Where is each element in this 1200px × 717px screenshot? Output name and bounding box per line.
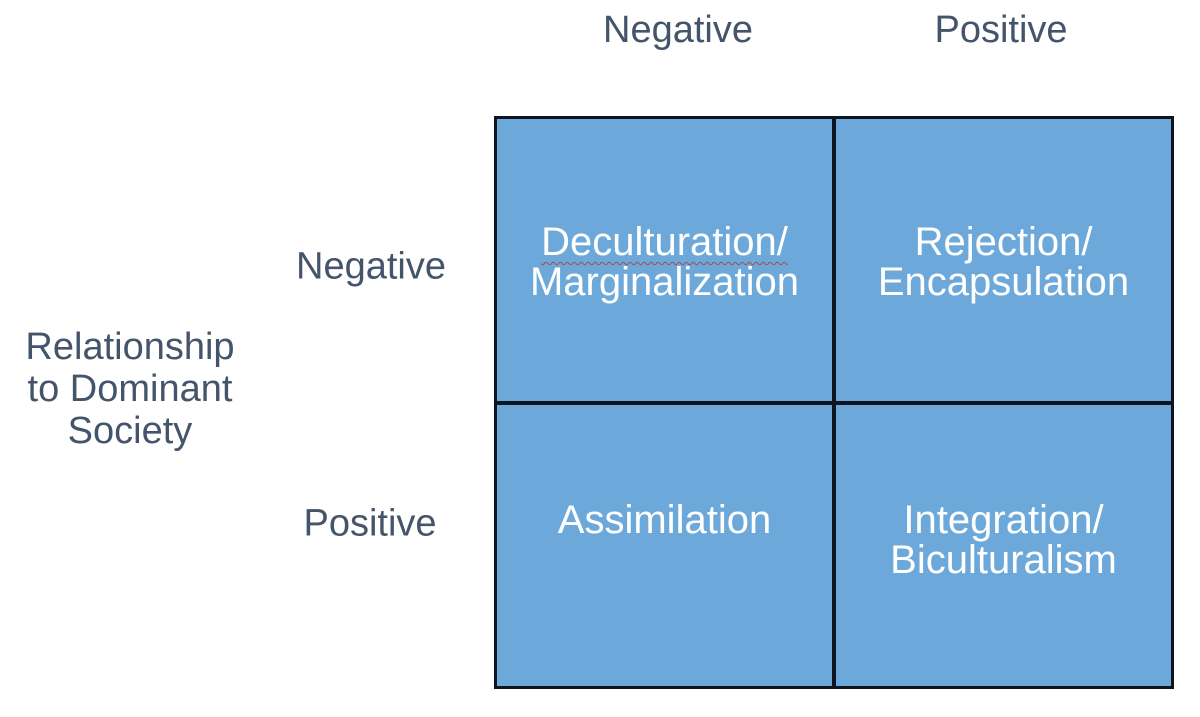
quadrant-grid: Deculturation/ Marginalization Rejection… [494,116,1174,689]
row-header-positive: Positive [303,502,437,545]
quadrant-assimilation: Assimilation [497,404,832,686]
quadrant-label-line: Rejection/ [914,220,1093,264]
row-header-negative: Negative [296,245,446,288]
quadrant-label-line: Integration/ [903,497,1104,542]
y-axis-title-line: Society [67,410,193,452]
quadrant-label-line-misspelled: Deculturation/ [541,220,788,264]
quadrant-rejection-encapsulation: Rejection/ Encapsulation [836,119,1171,401]
quadrant-deculturation-marginalization: Deculturation/ Marginalization [497,119,832,401]
quadrant-label-line: Biculturalism [890,537,1117,582]
column-header-negative: Negative [603,9,753,51]
y-axis-title: Relationship to Dominant Society [25,326,234,452]
y-axis-title-line: Relationship [25,326,235,368]
y-axis-title-line: to Dominant [27,368,233,410]
quadrant-label-line: Encapsulation [877,260,1130,304]
quadrant-integration-biculturalism: Integration/ Biculturalism [836,404,1171,686]
quadrant-label-line: Marginalization [529,260,800,304]
quadrant-label-line: Assimilation [557,497,772,542]
column-header-positive: Positive [934,9,1068,51]
